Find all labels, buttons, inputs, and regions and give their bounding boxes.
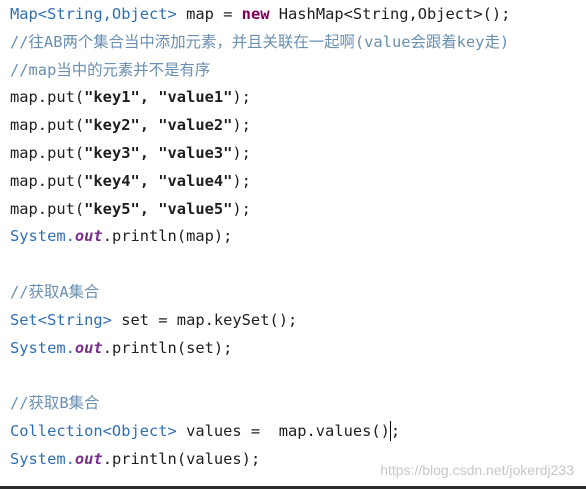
class-system: System. <box>10 449 75 468</box>
code-text: .println(map); <box>102 227 233 246</box>
code-text: ); <box>232 143 251 162</box>
watermark: https://blog.csdn.net/jokerdj233 <box>380 462 574 478</box>
code-line-print-map: System.out.println(map); <box>10 223 586 251</box>
code-line-put-4: map.put("key4", "value4"); <box>10 168 586 196</box>
code-text: map = <box>176 5 242 23</box>
code-blank-line <box>10 362 586 390</box>
static-field-out: out <box>74 449 103 468</box>
string-args: "key2", "value2" <box>84 116 233 135</box>
code-text: ; <box>390 421 401 440</box>
type-map: Map<String,Object> <box>10 5 177 23</box>
code-line-print-set: System.out.println(set); <box>10 335 586 363</box>
string-args: "key5", "value5" <box>84 199 233 218</box>
code-text: map.put( <box>10 88 85 107</box>
code-line-keyset: Set<String> set = map.keySet(); <box>10 307 586 335</box>
code-line-put-1: map.put("key1", "value1"); <box>10 84 586 112</box>
static-field-out: out <box>74 338 103 357</box>
string-args: "key1", "value1" <box>84 88 233 107</box>
code-text: values = map.values() <box>176 421 390 440</box>
code-line-print-values: System.out.println(values); <box>10 446 586 474</box>
text-cursor <box>389 421 391 442</box>
code-comment-get-a: //获取A集合 <box>10 282 100 301</box>
code-text: map.put( <box>10 143 85 162</box>
code-line-map-declaration: Map<String,Object> map = new HashMap<Str… <box>10 1 586 29</box>
code-comment-get-b: //获取B集合 <box>10 394 100 413</box>
code-text: ); <box>232 88 251 107</box>
code-text: .println(set); <box>102 338 233 357</box>
code-comment-not-ordered: //map当中的元素并不是有序 <box>10 60 211 79</box>
code-text: HashMap<String,Object>(); <box>269 5 511 23</box>
static-field-out: out <box>74 227 103 246</box>
code-line-put-5: map.put("key5", "value5"); <box>10 196 586 224</box>
code-line-values: Collection<Object> values = map.values()… <box>10 418 586 446</box>
type-collection: Collection<Object> <box>10 421 177 440</box>
code-text: map.put( <box>10 171 85 190</box>
class-system: System. <box>10 227 75 246</box>
code-text: map.put( <box>10 116 85 135</box>
type-set: Set<String> <box>10 310 112 329</box>
string-args: "key4", "value4" <box>84 171 233 190</box>
code-blank-line <box>10 251 586 279</box>
code-text: map.put( <box>10 199 85 218</box>
code-line-put-3: map.put("key3", "value3"); <box>10 140 586 168</box>
class-system: System. <box>10 338 75 357</box>
code-comment-add-elements: //往AB两个集合当中添加元素，并且关联在一起啊(value会跟着key走) <box>10 32 510 51</box>
code-line-put-2: map.put("key2", "value2"); <box>10 112 586 140</box>
code-text: set = map.keySet(); <box>111 310 298 329</box>
code-text: ); <box>232 171 251 190</box>
code-text: .println(values); <box>102 449 261 468</box>
code-text: ); <box>232 116 251 135</box>
string-args: "key3", "value3" <box>84 143 233 162</box>
keyword-new: new <box>241 5 270 23</box>
code-text: ); <box>232 199 251 218</box>
bottom-border <box>0 486 586 489</box>
